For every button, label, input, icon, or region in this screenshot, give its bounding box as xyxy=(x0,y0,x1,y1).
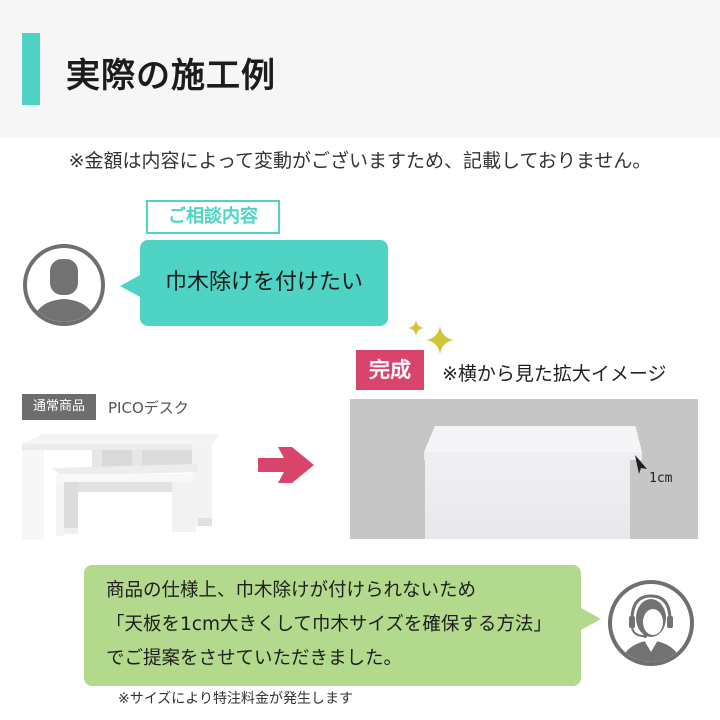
regular-product-badge: 通常商品 xyxy=(22,394,96,420)
response-bubble-tail xyxy=(581,608,601,630)
response-text: 商品の仕様上、巾木除けが付けられないため 「天板を1cm大きくして巾木サイズを確… xyxy=(106,574,576,676)
desk-side-panel xyxy=(425,449,630,539)
response-line: 「天板を1cm大きくして巾木サイズを確保する方法」 xyxy=(106,614,552,635)
measurement-label: 1cm xyxy=(649,471,673,486)
desk-top-board xyxy=(424,426,642,452)
closeup-note: ※横から見た拡大イメージ xyxy=(442,363,667,385)
support-headset-icon xyxy=(608,580,694,666)
price-notice: ※金額は内容によって変動がございますため、記載しておりません。 xyxy=(68,150,652,172)
response-bubble xyxy=(84,565,581,686)
user-silhouette-icon xyxy=(23,244,105,326)
product-name: PICOデスク xyxy=(108,399,189,417)
response-line: 商品の仕様上、巾木除けが付けられないため xyxy=(106,580,477,601)
pointer-arrow-icon xyxy=(635,455,647,474)
closeup-image: 1cm xyxy=(350,399,698,539)
desk-top-edge xyxy=(424,452,642,460)
consultation-label: ご相談内容 xyxy=(146,200,280,234)
request-text: 巾木除けを付けたい xyxy=(164,270,363,295)
white-desk-image xyxy=(22,434,220,540)
response-line: でご提案をさせていただきました。 xyxy=(106,648,403,669)
request-bubble xyxy=(140,240,388,326)
page-title: 実際の施工例 xyxy=(66,56,276,96)
custom-fee-footnote: ※サイズにより特注料金が発生します xyxy=(118,691,354,707)
completed-badge: 完成 xyxy=(356,350,424,390)
request-bubble-tail xyxy=(120,274,142,298)
page-header xyxy=(0,0,720,138)
header-accent-bar xyxy=(22,33,40,105)
sparkle-icon xyxy=(408,320,454,354)
right-arrow-icon xyxy=(258,447,314,483)
